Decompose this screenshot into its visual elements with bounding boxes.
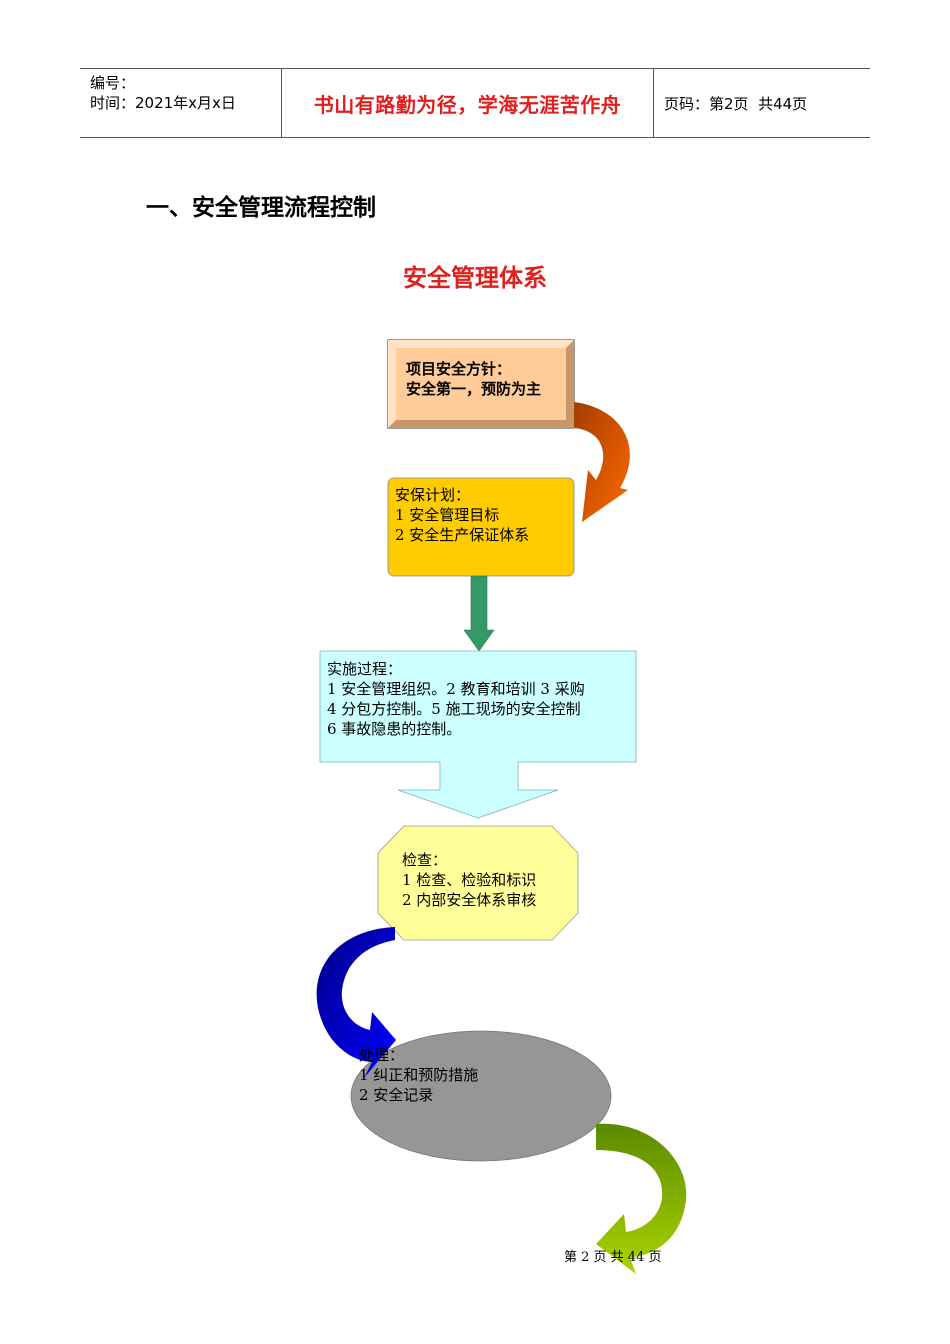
down-arrow-green [463,575,495,652]
check-title: 检查： [402,851,448,869]
handle-item1: 1 纠正和预防措施 [359,1066,479,1084]
check-item2: 2 内部安全体系审核 [402,891,537,909]
handle-title: 处理： [359,1046,405,1064]
implement-title: 实施过程： [327,660,403,678]
implement-item1: 1 安全管理组织。2 教育和培训 3 采购 [327,680,585,698]
handle-ellipse [350,1030,612,1162]
curved-arrow-orange [574,402,630,522]
policy-line1: 项目安全方针： [406,360,512,378]
plan-item1: 1 安全管理目标 [395,506,500,524]
check-item1: 1 检查、检验和标识 [402,871,537,889]
chart-title: 安全管理体系 [403,264,547,292]
time-label: 时间：2021年x月x日 [90,94,236,112]
plan-title: 安保计划： [395,486,471,504]
header-table: 编号： 时间：2021年x月x日 书山有路勤为径，学海无涯苦作舟 页码：第2页 … [80,68,870,138]
implement-item3: 6 事故隐患的控制。 [327,720,462,738]
implement-callout [319,650,637,819]
header-page-info: 页码：第2页 共44页 [654,69,870,137]
policy-box [387,339,575,429]
section-title: 一、安全管理流程控制 [146,195,376,221]
policy-line2: 安全第一，预防为主 [406,380,542,398]
header-motto: 书山有路勤为径，学海无涯苦作舟 [281,69,654,137]
check-octagon [377,825,579,941]
header-meta: 编号： 时间：2021年x月x日 [80,69,281,137]
curved-arrow-lime [596,1123,687,1274]
implement-item2: 4 分包方控制。5 施工现场的安全控制 [327,700,581,718]
number-label: 编号： [90,74,136,92]
page-info-text: 页码：第2页 共44页 [664,94,808,113]
handle-item2: 2 安全记录 [359,1086,434,1104]
page-footer: 第 2 页 共 44 页 [564,1250,662,1265]
curved-arrow-blue [316,927,396,1078]
plan-item2: 2 安全生产保证体系 [395,526,530,544]
